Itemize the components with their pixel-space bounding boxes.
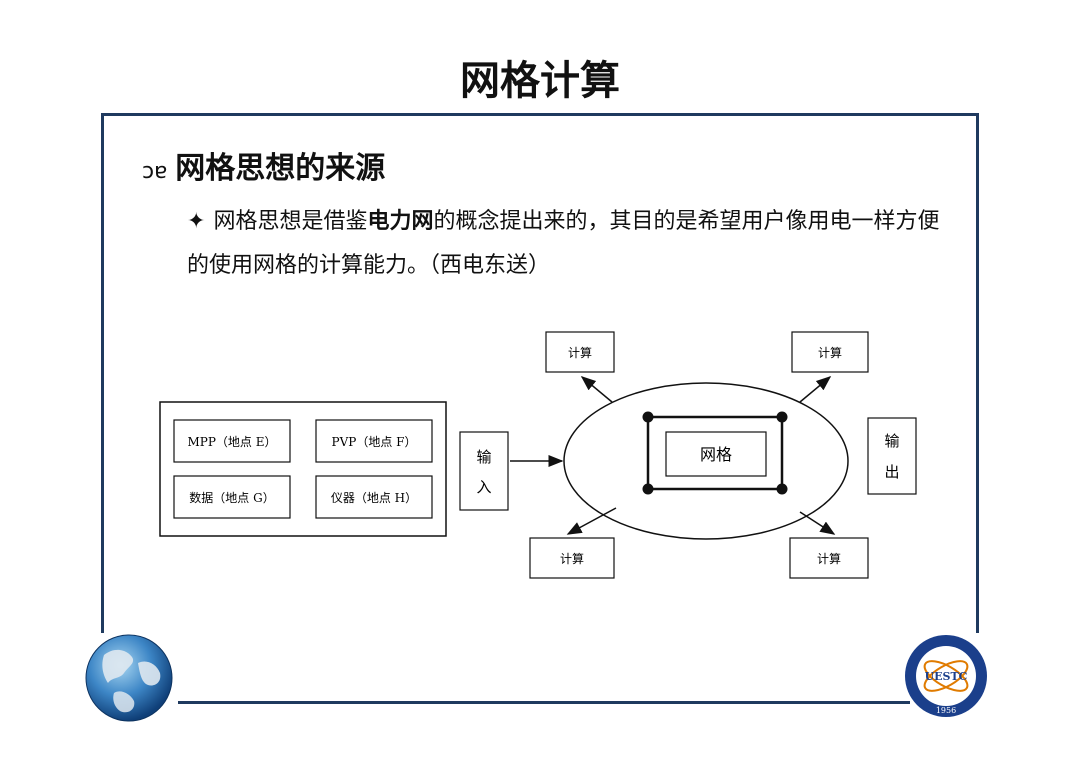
frame-right-border bbox=[976, 113, 979, 633]
compute-box-top-right bbox=[791, 331, 869, 373]
resource-label-data: 数据（地点 G） bbox=[189, 490, 274, 505]
emblem-text: UESTC bbox=[925, 670, 968, 683]
output-label-1: 输 bbox=[884, 432, 899, 450]
text-before: 网格思想是借鉴 bbox=[213, 209, 368, 234]
grid-node-tr bbox=[776, 411, 788, 423]
university-emblem-icon: UESTC 1956 bbox=[905, 635, 987, 717]
compute-label-top-left: 计算 bbox=[568, 345, 592, 360]
compute-box-bottom-right bbox=[789, 537, 869, 579]
grid-node-tl bbox=[642, 411, 654, 423]
output-box bbox=[867, 417, 917, 495]
globe-icon bbox=[85, 634, 173, 722]
compute-box-bottom-left bbox=[529, 537, 615, 579]
text-bold: 电力网 bbox=[367, 209, 434, 234]
input-label-1: 输 bbox=[476, 448, 491, 466]
input-label-2: 入 bbox=[476, 478, 491, 496]
grid-node-br bbox=[776, 483, 788, 495]
compute-label-bottom-left: 计算 bbox=[560, 551, 584, 566]
bullet-paragraph: ✦ 网格思想是借鉴电力网的概念提出来的，其目的是希望用户像用电一样方便的使用网格的… bbox=[187, 200, 947, 288]
grid-center-box bbox=[665, 431, 767, 477]
grid-center-label: 网格 bbox=[700, 445, 732, 464]
resource-label-pvp: PVP（地点 F） bbox=[332, 435, 417, 449]
resource-box-pvp bbox=[315, 419, 433, 463]
input-box bbox=[459, 431, 509, 511]
resource-box-mpp bbox=[173, 419, 291, 463]
arrow-top-left bbox=[580, 376, 613, 403]
resource-label-instrument: 仪器（地点 H） bbox=[331, 491, 417, 505]
compute-label-bottom-right: 计算 bbox=[817, 551, 841, 566]
frame-left-border bbox=[101, 113, 104, 633]
resource-box-data bbox=[173, 475, 291, 519]
resource-box-instrument bbox=[315, 475, 433, 519]
grid-inner-rect bbox=[646, 415, 784, 491]
compute-box-top-left bbox=[545, 331, 615, 373]
emblem-year: 1956 bbox=[936, 706, 956, 715]
compute-label-top-right: 计算 bbox=[818, 345, 842, 360]
frame-top-border bbox=[102, 113, 979, 116]
resource-label-mpp: MPP（地点 E） bbox=[187, 435, 276, 449]
arrow-top-right bbox=[799, 376, 832, 403]
heading-text: 网格思想的来源 bbox=[175, 151, 386, 186]
frame-bottom-border bbox=[178, 701, 910, 704]
grid-node-bl bbox=[642, 483, 654, 495]
section-heading: ↄɐ 网格思想的来源 bbox=[142, 143, 385, 187]
arrow-bottom-left bbox=[566, 507, 617, 535]
text-after: 的概念提出来的，其目的是希望用户像用电一样方便的使用网格的计算能力。（西电东送） bbox=[187, 209, 940, 278]
star-bullet-icon: ✦ bbox=[187, 209, 206, 234]
heading-bullet-icon: ↄɐ bbox=[142, 159, 168, 184]
slide-title: 网格计算 bbox=[460, 58, 620, 104]
output-label-2: 出 bbox=[884, 463, 899, 481]
arrow-bottom-right bbox=[799, 511, 836, 535]
grid-diagram: MPP（地点 E） PVP（地点 F） 数据（地点 G） 仪器（地点 H） 输 … bbox=[159, 331, 917, 579]
